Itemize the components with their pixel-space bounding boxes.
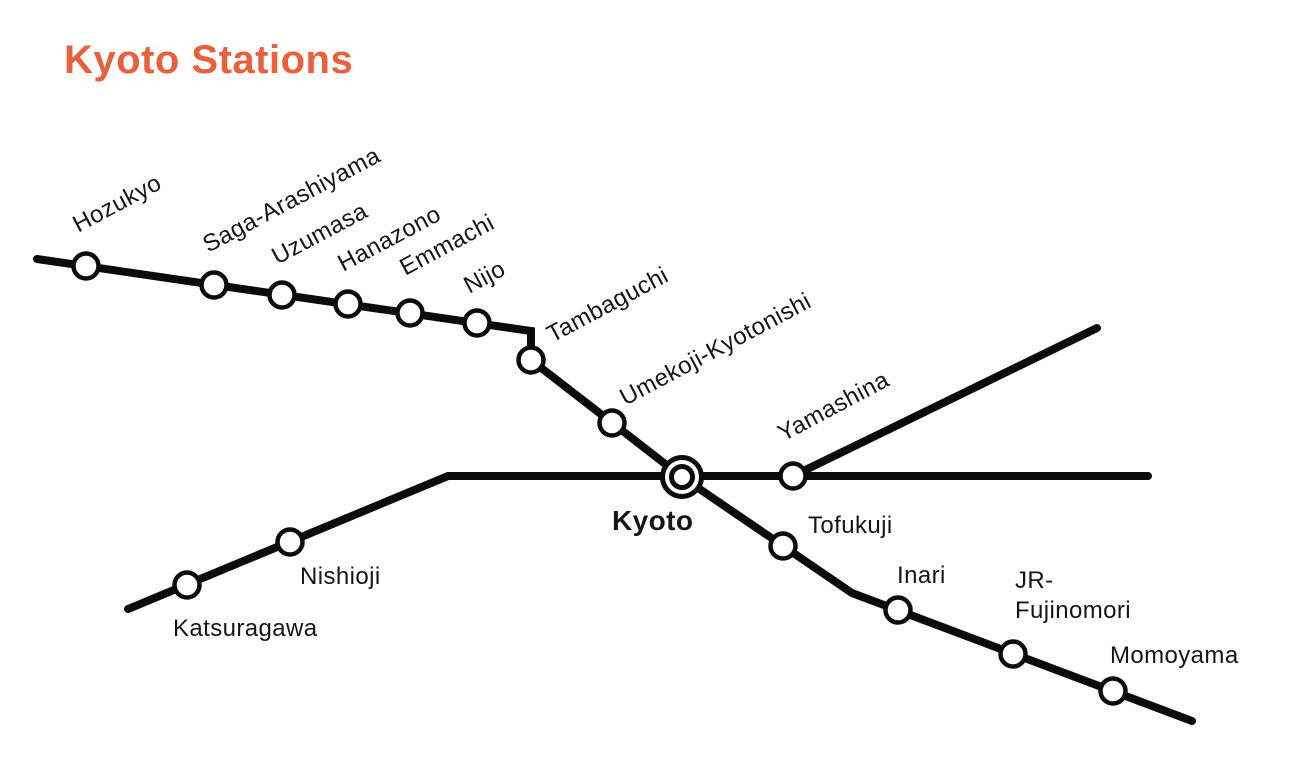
station-marker-hozukyo — [71, 251, 101, 281]
northwest-line-path — [33, 255, 686, 481]
station-marker-nishioji — [275, 527, 305, 557]
map-title: Kyoto Stations — [64, 38, 354, 82]
station-label-kyoto: Kyoto — [612, 505, 694, 536]
station-marker-yamashina — [778, 461, 808, 491]
station-marker-umekoji-kyotonishi — [597, 408, 627, 438]
station-label-inari: Inari — [897, 562, 946, 589]
southeast-line-path — [678, 473, 1196, 725]
station-marker-inari — [883, 595, 913, 625]
station-marker-tofukuji — [768, 531, 798, 561]
station-marker-saga-arashiyama — [199, 270, 229, 300]
station-marker-tambaguchi — [516, 345, 546, 375]
station-marker-katsuragawa — [172, 570, 202, 600]
kyoto-inner-ring — [669, 464, 695, 490]
station-label-jr-fujinomori: JR-Fujinomori — [1015, 567, 1132, 624]
station-marker-nijo — [462, 308, 492, 338]
station-label-katsuragawa: Katsuragawa — [173, 615, 318, 642]
station-marker-hanazono — [333, 289, 363, 319]
station-marker-kyoto — [660, 455, 704, 499]
station-label-nishioji: Nishioji — [300, 563, 381, 590]
southwest-and-main-line-path — [124, 472, 1152, 613]
station-marker-uzumasa — [267, 280, 297, 310]
station-marker-jr-fujinomori — [998, 639, 1028, 669]
station-marker-momoyama — [1098, 676, 1128, 706]
northeast-branch-path — [789, 324, 1101, 480]
station-label-momoyama: Momoyama — [1110, 642, 1239, 669]
station-marker-emmachi — [395, 298, 425, 328]
station-label-tofukuji: Tofukuji — [808, 512, 893, 539]
